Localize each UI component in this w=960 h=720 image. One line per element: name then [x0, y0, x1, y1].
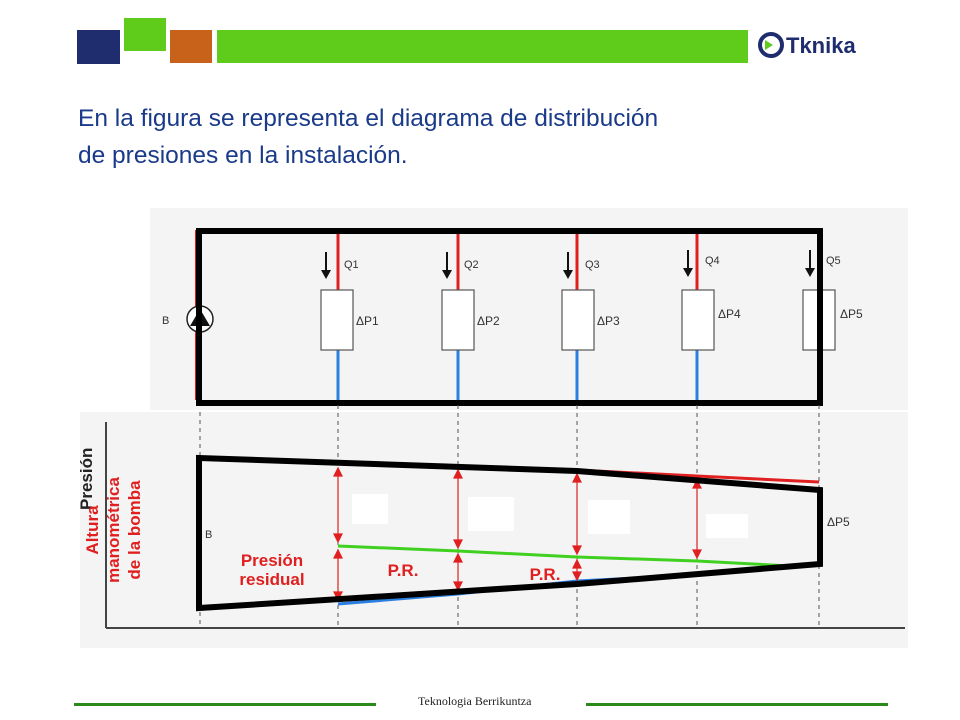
page-title: En la figura se representa el diagrama d…: [74, 100, 856, 174]
blank-box-3: [588, 500, 630, 534]
pump-head-label: Altura manométrica de la bomba: [83, 477, 144, 583]
footer-line-left: [74, 703, 376, 706]
blank-box-1: [352, 494, 388, 524]
consumer-3: Q3 ΔP3: [561, 232, 620, 402]
footer-text: Teknologia Berrikuntza: [418, 694, 532, 708]
consumer-2-box: [441, 289, 475, 351]
title-line-1: En la figura se representa el diagrama d…: [78, 105, 659, 132]
pressure-envelope-outline: [196, 454, 823, 612]
pump-head-line-3: de la bomba: [125, 480, 144, 580]
logo-text: Tknika: [786, 33, 856, 58]
consumer-1: Q1 ΔP1: [320, 232, 379, 402]
logo-arrow-icon: [765, 40, 773, 50]
header-green-bar: [217, 30, 748, 63]
installation-panel: [150, 208, 908, 410]
pump-head-line-2: manométrica: [104, 477, 123, 583]
dp4-label: ΔP4: [718, 307, 741, 321]
residual-label-line-2: residual: [239, 570, 304, 589]
pr-label-1: P.R.: [388, 561, 419, 580]
consumer-2: Q2 ΔP2: [441, 232, 500, 402]
dp1-label: ΔP1: [356, 314, 379, 328]
residual-label-line-1: Presión: [241, 551, 303, 570]
blank-box-2: [468, 497, 514, 531]
dp3-label: ΔP3: [597, 314, 620, 328]
y-axis-label: Presión: [77, 448, 96, 510]
q5-label: Q5: [826, 255, 841, 267]
header-orange-square: [170, 30, 212, 63]
q2-label: Q2: [464, 259, 479, 271]
q1-label: Q1: [344, 259, 359, 271]
consumer-4-box: [681, 289, 715, 351]
title-line-2: de presiones en la instalación.: [78, 142, 408, 169]
consumer-3-box: [561, 289, 595, 351]
header-green-square: [124, 18, 166, 51]
installation-outline: [196, 228, 823, 406]
residual-pressure-line: [337, 544, 791, 568]
tknika-logo: Tknika: [758, 32, 856, 58]
dp2-label: ΔP2: [477, 314, 500, 328]
header-navy-square: [77, 30, 120, 64]
q4-label: Q4: [705, 255, 720, 267]
graph-b-label: B: [205, 529, 212, 541]
blank-box-4: [706, 514, 748, 538]
consumer-4: Q4 ΔP4: [681, 232, 741, 402]
pr-label-2: P.R.: [530, 565, 561, 584]
dp5-label: ΔP5: [840, 307, 863, 321]
pump-label: B: [162, 315, 169, 327]
graph-dp5-label: ΔP5: [827, 515, 850, 529]
logo-ring-icon: [758, 32, 784, 58]
pump-head-line-1: Altura: [83, 505, 102, 555]
consumer-1-box: [320, 289, 354, 351]
q3-label: Q3: [585, 259, 600, 271]
footer-line-right: [586, 703, 888, 706]
